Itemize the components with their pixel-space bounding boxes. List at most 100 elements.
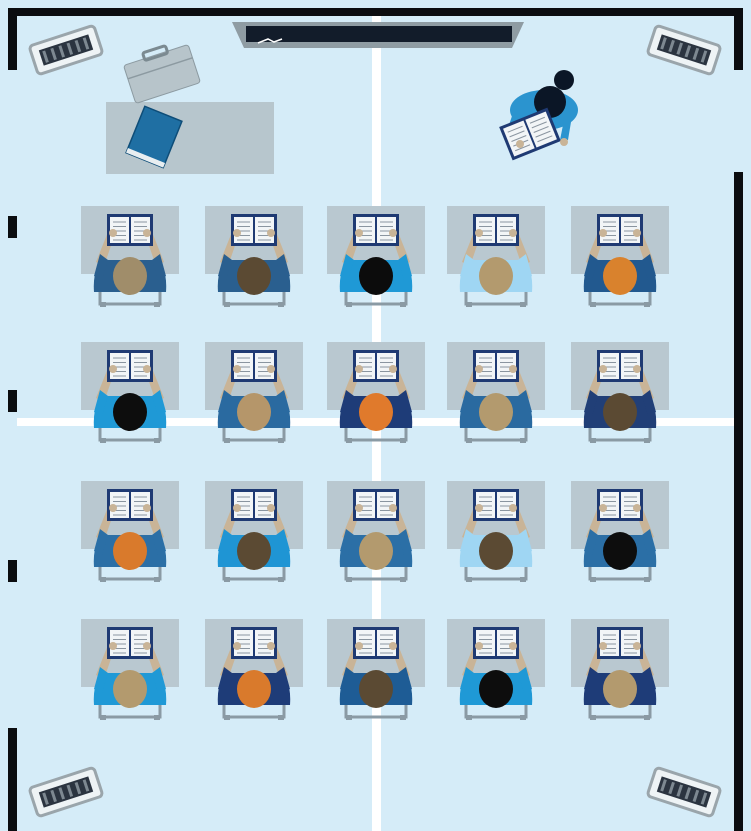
sleeve-right [642,529,656,555]
chair-leg [400,715,406,720]
student-head [359,670,393,708]
hand [389,504,397,512]
sleeve-left [340,390,354,416]
speaker-top-right [646,24,722,76]
student-head [603,670,637,708]
speaker-slot [668,781,675,795]
whiteboard [232,22,524,48]
chair-leg [278,438,284,443]
classroom-walls [8,8,743,831]
chair-leg [466,577,472,582]
speaker-slot [660,779,667,792]
chair-leg [466,715,472,720]
sleeve-right [518,667,532,693]
student-r4-c2 [205,619,303,720]
sleeve-left [94,254,108,280]
hand [355,642,363,650]
hand [233,642,241,650]
sleeve-right [398,254,412,280]
teacher-hair-bun [554,70,574,90]
book-line [509,130,525,138]
teacher-hand [516,140,524,148]
book-line [533,126,549,133]
chair-leg [224,302,230,307]
sleeve-left [218,390,232,416]
student-head [603,532,637,570]
book-line [515,144,531,152]
whiteboard-surface [246,26,512,42]
chair-leg [346,438,352,443]
teacher-book [499,107,561,161]
hand [389,642,397,650]
chair-leg [520,438,526,443]
hand [109,229,117,237]
chair-leg [154,438,160,443]
student-head [359,257,393,295]
student-r1-c4 [447,206,545,307]
student-r2-c5 [571,342,669,443]
speaker-slot [42,792,49,805]
hand [509,642,517,650]
teacher-figure [499,70,578,161]
student-head [237,393,271,431]
speaker-slot [668,39,675,53]
briefcase-handle [141,44,169,62]
speaker-grille [656,34,712,66]
book-line [537,135,553,143]
chair-leg [466,438,472,443]
hand [109,365,117,373]
student-r2-c1 [81,342,179,443]
hand [267,642,275,650]
hand [633,229,641,237]
teacher-table [106,102,274,174]
hand [599,504,607,512]
chair-leg [224,438,230,443]
speaker-slot [82,779,90,792]
hand [599,642,607,650]
student-head [113,257,147,295]
notebook [125,105,183,169]
speaker-slot [700,792,708,805]
sleeve-left [584,254,598,280]
speaker-slot [50,47,57,61]
student-r1-c5 [571,206,669,307]
chair-leg [100,438,106,443]
speaker-slot [66,784,74,797]
chair-leg [520,302,526,307]
sleeve-right [642,667,656,693]
speaker-slot [684,787,692,800]
hand [267,504,275,512]
sleeve-left [460,667,474,693]
speaker-slot [692,789,700,803]
hand [233,365,241,373]
student-head [479,532,513,570]
hand [109,504,117,512]
hand [143,229,151,237]
sleeve-left [584,667,598,693]
student-desks [81,206,669,720]
speaker-slot [74,781,82,795]
student-r4-c5 [571,619,669,720]
book-line [531,121,547,129]
student-head [237,670,271,708]
chair-leg [644,577,650,582]
speaker-slot [74,39,82,53]
speaker-grille [656,776,712,808]
chair-leg [520,577,526,582]
sleeve-right [152,254,166,280]
hand [143,504,151,512]
chair-leg [154,302,160,307]
speaker-top-left [28,24,104,76]
speaker-slot [692,47,700,61]
chair-leg [590,438,596,443]
hand [109,642,117,650]
speaker-slot [58,787,66,800]
speaker-slot [676,784,684,797]
wall-right [734,172,743,831]
chair-leg [278,302,284,307]
sleeve-left [340,667,354,693]
chair-leg [278,577,284,582]
student-head [479,257,513,295]
student-head [113,532,147,570]
wall-right-top [734,8,743,70]
